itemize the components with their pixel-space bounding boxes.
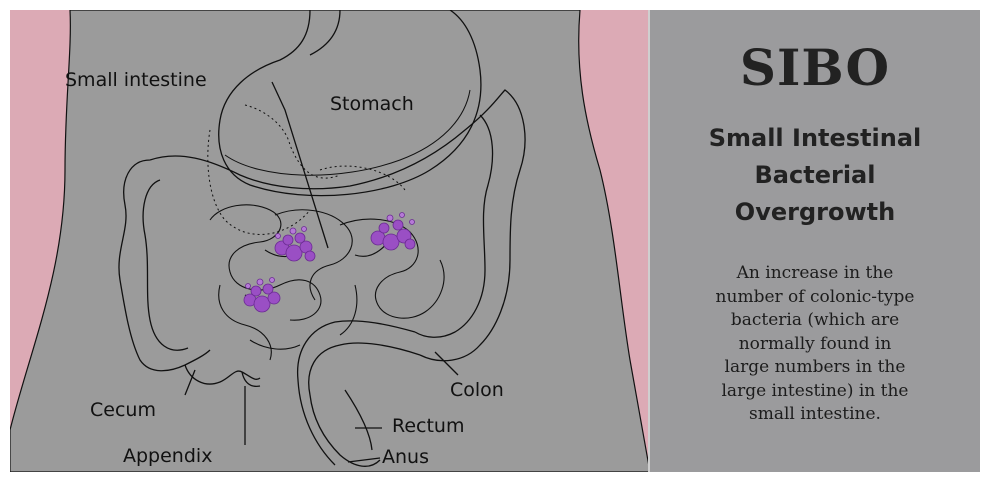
small-intestine-label: Small intestine <box>65 69 207 91</box>
stomach-label: Stomach <box>330 93 414 115</box>
description-line: large numbers in the <box>680 356 950 380</box>
subtitle-line: Bacterial <box>650 157 980 194</box>
cecum-label: Cecum <box>90 399 156 421</box>
subtitle-line: Overgrowth <box>650 194 980 231</box>
rectum-label: Rectum <box>392 415 464 437</box>
colon-label: Colon <box>450 379 504 401</box>
description-line: normally found in <box>680 333 950 357</box>
description-line: An increase in the <box>680 262 950 286</box>
description-line: large intestine) in the <box>680 380 950 404</box>
infographic: Small intestine Stomach Colon Cecum Rect… <box>10 10 980 472</box>
description-line: bacteria (which are <box>680 309 950 333</box>
info-panel: SIBO Small Intestinal Bacterial Overgrow… <box>650 10 980 472</box>
anus-label: Anus <box>382 446 429 468</box>
description-line: number of colonic-type <box>680 286 950 310</box>
panel-subtitle: Small Intestinal Bacterial Overgrowth <box>650 120 980 231</box>
subtitle-line: Small Intestinal <box>650 120 980 157</box>
panel-description: An increase in the number of colonic-typ… <box>680 262 950 427</box>
description-line: small intestine. <box>680 403 950 427</box>
panel-title: SIBO <box>650 38 980 97</box>
appendix-label: Appendix <box>123 445 212 467</box>
